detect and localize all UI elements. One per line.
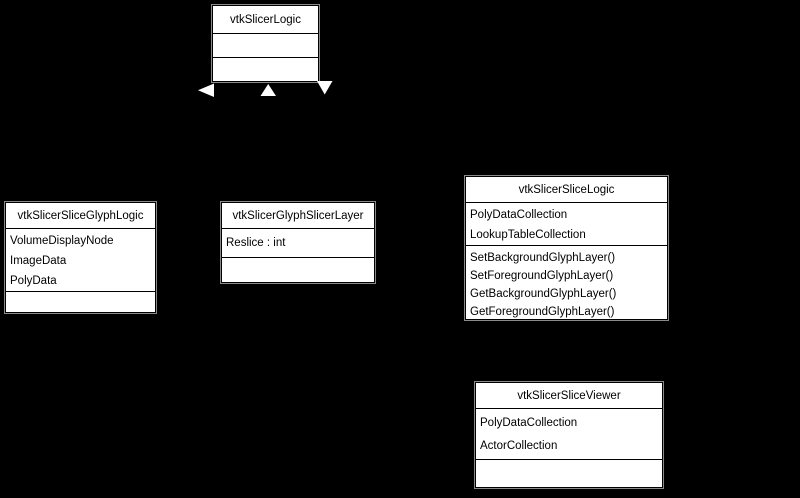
attribute-line: PolyData [10,275,57,287]
inheritance-arrow-down-icon [317,81,333,95]
attributes-compartment [213,34,318,58]
attribute-line: ActorCollection [480,440,558,452]
attribute-line: LookupTableCollection [470,229,586,241]
attributes-compartment: Reslice : int [222,229,374,258]
attribute-line: Reslice : int [226,237,286,249]
attributes-compartment: PolyDataCollection LookupTableCollection [466,203,667,246]
class-box-vtkslicerlogic: vtkSlicerLogic [212,5,319,82]
class-title: vtkSlicerGlyphSlicerLayer [222,203,374,229]
inheritance-arrow-left-icon [198,83,214,97]
method-line: GetForegroundGlyphLayer() [470,306,615,318]
methods-compartment: SetBackgroundGlyphLayer() SetForegroundG… [466,246,667,319]
class-box-vtkslicersliceviewer: vtkSlicerSliceViewer PolyDataCollection … [475,382,663,488]
class-title: vtkSlicerLogic [213,6,318,34]
method-line: SetBackgroundGlyphLayer() [470,252,616,264]
methods-compartment [6,292,155,312]
method-line: GetBackgroundGlyphLayer() [470,288,617,300]
attribute-line: PolyDataCollection [480,417,578,429]
attribute-line: ImageData [10,255,67,267]
class-title: vtkSlicerSliceViewer [476,383,662,409]
methods-compartment [222,258,374,282]
method-line: SetForegroundGlyphLayer() [470,270,614,282]
attribute-line: PolyDataCollection [470,209,568,221]
attribute-line: VolumeDisplayNode [10,235,114,247]
class-title: vtkSlicerSliceGlyphLogic [6,203,155,229]
class-title: vtkSlicerSliceLogic [466,177,667,203]
attributes-compartment: VolumeDisplayNode ImageData PolyData [6,229,155,292]
methods-compartment [476,460,662,487]
class-box-vtkslicerslicelogic: vtkSlicerSliceLogic PolyDataCollection L… [465,176,668,320]
class-box-vtkslicersliceglyphlogic: vtkSlicerSliceGlyphLogic VolumeDisplayNo… [5,202,156,313]
methods-compartment [213,58,318,81]
inheritance-arrow-up-icon [260,84,276,96]
class-box-vtkslicerglyphslicerlayer: vtkSlicerGlyphSlicerLayer Reslice : int [221,202,375,283]
attributes-compartment: PolyDataCollection ActorCollection [476,409,662,460]
